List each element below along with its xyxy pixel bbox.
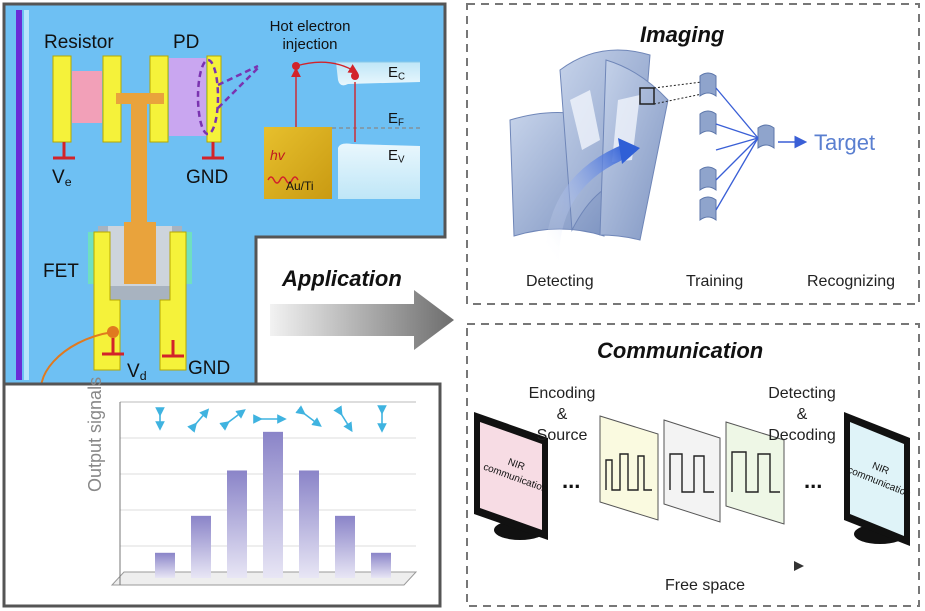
ec-label: EC xyxy=(388,64,406,83)
strain-arrows xyxy=(155,405,387,433)
stage-training: Training xyxy=(686,273,744,290)
ev-label: EV xyxy=(388,147,405,166)
resistor-label: Resistor xyxy=(44,32,114,53)
application-arrow xyxy=(270,290,454,350)
ve-label: Ve xyxy=(52,167,72,190)
output-bar xyxy=(191,515,211,578)
output-bar xyxy=(263,431,283,578)
signal-frames xyxy=(599,415,785,525)
stage-recognizing: Recognizing xyxy=(807,273,896,290)
training-nodes xyxy=(699,72,775,221)
imaging-title: Imaging xyxy=(640,22,725,47)
source-monitor xyxy=(474,412,548,540)
hv-label: hv xyxy=(270,147,285,163)
pd-label: PD xyxy=(173,32,200,53)
gate-line xyxy=(116,93,164,234)
ef-label: EF xyxy=(388,110,404,129)
encoding-label: Encoding&Source xyxy=(528,385,596,444)
output-bar xyxy=(335,515,355,578)
bias-symbols xyxy=(53,142,224,358)
ellipsis-left: ... xyxy=(562,468,581,493)
communication-title: Communication xyxy=(597,338,764,363)
free-space-label: Free space xyxy=(665,577,746,594)
output-bars xyxy=(155,431,391,578)
band-diagram xyxy=(264,61,422,199)
output-bar xyxy=(371,552,391,578)
ellipsis-right: ... xyxy=(804,468,823,493)
gnd-top-label: GND xyxy=(186,167,229,188)
output-ylabel: Output signals xyxy=(85,376,105,492)
application-label: Application xyxy=(282,266,402,291)
gnd-bottom-label: GND xyxy=(188,358,231,379)
decoding-label: Detecting&Decoding xyxy=(768,385,836,444)
stage-detecting: Detecting xyxy=(526,273,594,290)
output-bar xyxy=(227,470,247,578)
target-label: Target xyxy=(814,130,876,155)
output-bar xyxy=(299,470,319,578)
detector-monitor xyxy=(844,412,910,546)
vd-label: Vd xyxy=(127,361,147,384)
output-panel xyxy=(2,382,442,608)
device-panel xyxy=(2,2,447,465)
output-bar xyxy=(155,552,175,578)
fet-label: FET xyxy=(43,261,79,282)
metal-label: Au/Ti xyxy=(286,179,314,193)
imaging-panel xyxy=(466,3,920,305)
communication-panel xyxy=(466,323,920,607)
